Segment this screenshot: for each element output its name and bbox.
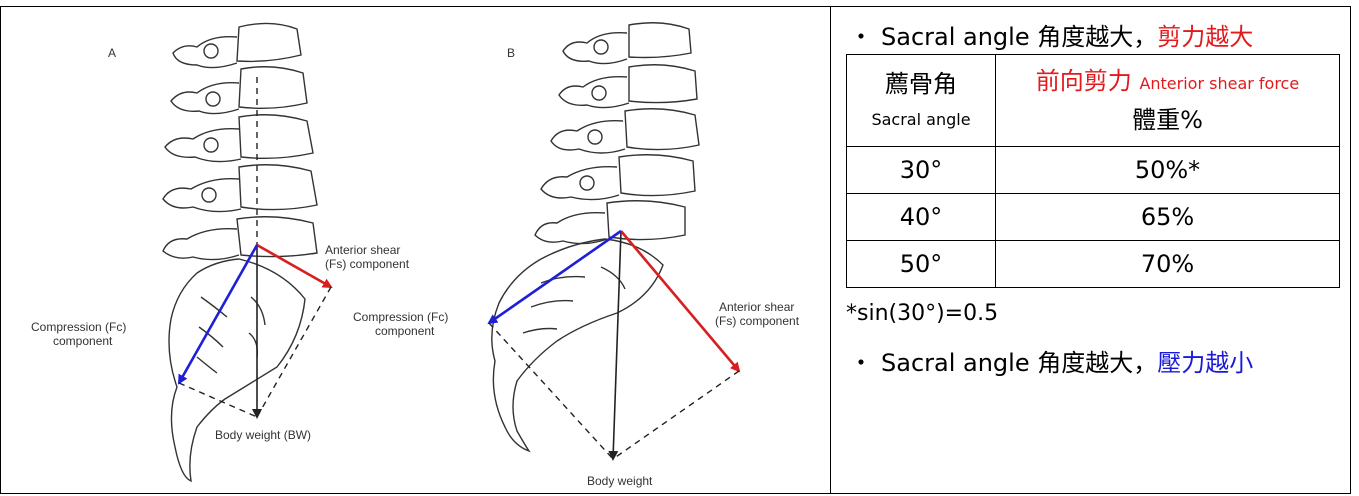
spine-diagram: A Anterior shear (Fs) component Compress… bbox=[31, 22, 800, 488]
header-shear-force-unit: 體重% bbox=[1132, 106, 1203, 134]
column-divider bbox=[830, 6, 831, 494]
header-shear-force-title: 前向剪力 Anterior shear force bbox=[996, 66, 1339, 99]
row-value: 70% bbox=[995, 240, 1340, 288]
header-sacral-angle-en: Sacral angle bbox=[871, 109, 971, 129]
bullet-shear: ・ Sacral angle 角度越大，剪力越大 bbox=[849, 17, 1253, 52]
row-angle: 30° bbox=[846, 146, 996, 194]
header-sacral-angle: 薦骨角 Sacral angle bbox=[846, 54, 996, 147]
notes-panel: ・Sacral angle 角度越大，剪力越大 薦骨角 Sacral angle… bbox=[831, 7, 1349, 493]
panel-b bbox=[487, 22, 741, 461]
slide-frame bbox=[0, 6, 1351, 494]
bullet-compression: ・ Sacral angle 角度越大，壓力越小 bbox=[849, 343, 1253, 378]
panel-b-shear-label-1: Anterior shear bbox=[719, 300, 794, 314]
panel-a-compression-label-2: component bbox=[53, 334, 113, 348]
lumbar-vertebrae-a bbox=[162, 22, 318, 261]
panel-b-compression-label-2: component bbox=[375, 324, 435, 338]
panel-b-shear-label-2: (Fs) component bbox=[715, 314, 800, 328]
panel-b-weight-label: Body weight bbox=[587, 474, 653, 488]
bullet-dot: ・ bbox=[849, 23, 873, 51]
header-sacral-angle-cn: 薦骨角 bbox=[885, 69, 957, 98]
panel-a-weight-label: Body weight (BW) bbox=[215, 428, 311, 442]
row-angle: 50° bbox=[846, 240, 996, 288]
sacrum-b bbox=[491, 238, 664, 453]
row-value: 65% bbox=[995, 193, 1340, 241]
bullet-compression-highlight: 壓力越小 bbox=[1157, 349, 1254, 377]
lumbar-vertebrae-b bbox=[534, 22, 700, 245]
bullet-shear-text: Sacral angle 角度越大， bbox=[881, 23, 1158, 51]
panel-a bbox=[162, 22, 333, 483]
spine-force-figure: A Anterior shear (Fs) component Compress… bbox=[1, 7, 829, 493]
row-value: 50%* bbox=[995, 146, 1340, 194]
header-shear-force-en: Anterior shear force bbox=[1139, 74, 1300, 93]
table-row: 40° 65% bbox=[846, 193, 1340, 241]
footnote-sin: *sin(30°)=0.5 bbox=[846, 301, 999, 326]
table-row: 50° 70% bbox=[846, 240, 1340, 288]
sacrum-a bbox=[168, 258, 306, 483]
panel-a-compression-label-1: Compression (Fc) bbox=[31, 320, 126, 334]
shear-force-table: 薦骨角 Sacral angle 前向剪力 Anterior shear for… bbox=[846, 54, 1340, 288]
header-shear-force-cn: 前向剪力 bbox=[1035, 67, 1132, 95]
header-shear-force: 前向剪力 Anterior shear force 體重% bbox=[995, 54, 1340, 147]
panel-b-letter: B bbox=[507, 46, 515, 60]
table-header-row: 薦骨角 Sacral angle 前向剪力 Anterior shear for… bbox=[846, 54, 1340, 147]
bullet-shear-highlight: 剪力越大 bbox=[1157, 23, 1254, 51]
table-row: 30° 50%* bbox=[846, 146, 1340, 194]
panel-a-shear-label-2: (Fs) component bbox=[325, 257, 410, 271]
bullet-dot: ・ bbox=[849, 349, 873, 377]
panel-a-letter: A bbox=[108, 46, 116, 60]
panel-b-compression-label-1: Compression (Fc) bbox=[353, 310, 448, 324]
row-angle: 40° bbox=[846, 193, 996, 241]
panel-a-shear-label-1: Anterior shear bbox=[325, 243, 400, 257]
bullet-compression-text: Sacral angle 角度越大， bbox=[881, 349, 1158, 377]
